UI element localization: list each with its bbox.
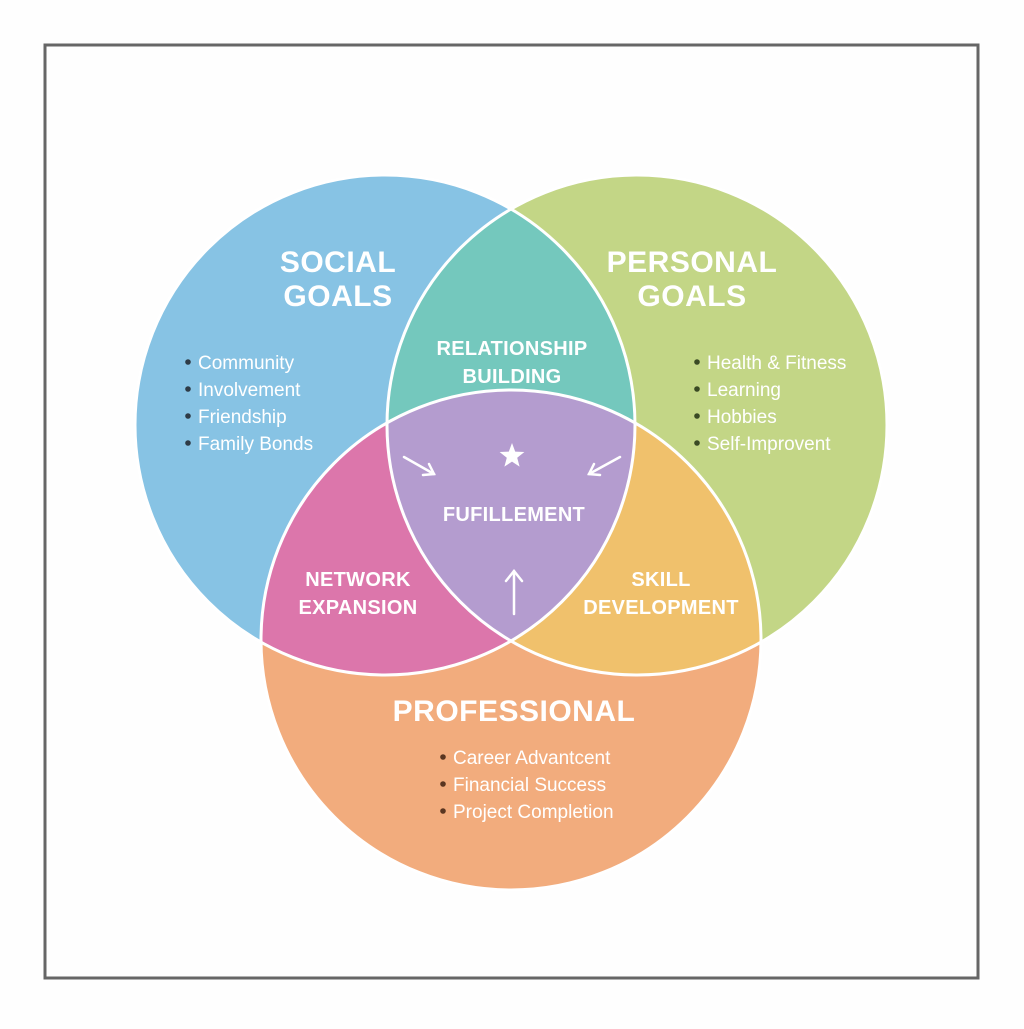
bullet-icon xyxy=(440,808,446,814)
list-item: Hobbies xyxy=(707,407,777,428)
network-expansion-label-line1: NETWORK xyxy=(305,569,411,591)
bullet-icon xyxy=(694,359,700,365)
bullet-icon xyxy=(185,440,191,446)
list-item: Project Completion xyxy=(453,802,614,823)
bullet-icon xyxy=(185,386,191,392)
network-expansion-label-line2: EXPANSION xyxy=(298,597,417,619)
arrow-down-right-icon xyxy=(402,455,436,477)
arrow-up-icon xyxy=(504,568,524,616)
list-item: Learning xyxy=(707,380,781,401)
list-item: Community xyxy=(198,353,295,374)
bullet-icon xyxy=(694,440,700,446)
personal-goals-list: Health & Fitness Learning Hobbies Self-I… xyxy=(694,353,846,455)
bullet-icon xyxy=(185,359,191,365)
personal-goals-title-line2: GOALS xyxy=(637,280,746,313)
relationship-building-label-line2: BUILDING xyxy=(462,366,561,388)
relationship-building-label-line1: RELATIONSHIP xyxy=(436,338,587,360)
list-item: Health & Fitness xyxy=(707,353,846,374)
bullet-icon xyxy=(694,413,700,419)
diagram-frame xyxy=(43,43,980,980)
list-item: Involvement xyxy=(198,380,301,401)
list-item: Friendship xyxy=(198,407,287,428)
bullet-icon xyxy=(440,781,446,787)
list-item: Career Advantcent xyxy=(453,748,611,769)
fulfillment-label: FUFILLEMENT xyxy=(443,504,585,526)
bullet-icon xyxy=(694,386,700,392)
bullet-icon xyxy=(185,413,191,419)
professional-title: PROFESSIONAL xyxy=(393,695,636,728)
personal-goals-title-line1: PERSONAL xyxy=(607,246,778,279)
bullet-icon xyxy=(440,754,446,760)
arrow-down-left-icon xyxy=(587,455,622,477)
social-goals-title-line2: GOALS xyxy=(283,280,392,313)
list-item: Financial Success xyxy=(453,775,606,796)
circle-outlines xyxy=(133,173,889,892)
skill-development-label-line1: SKILL xyxy=(631,569,690,591)
list-item: Family Bonds xyxy=(198,434,313,455)
star-icon xyxy=(499,443,525,467)
social-goals-list: Community Involvement Friendship Family … xyxy=(185,353,313,455)
social-goals-title-line1: SOCIAL xyxy=(280,246,396,279)
list-item: Self-Improvent xyxy=(707,434,831,455)
professional-list: Career Advantcent Financial Success Proj… xyxy=(440,748,614,823)
skill-development-label-line2: DEVELOPMENT xyxy=(583,597,739,619)
